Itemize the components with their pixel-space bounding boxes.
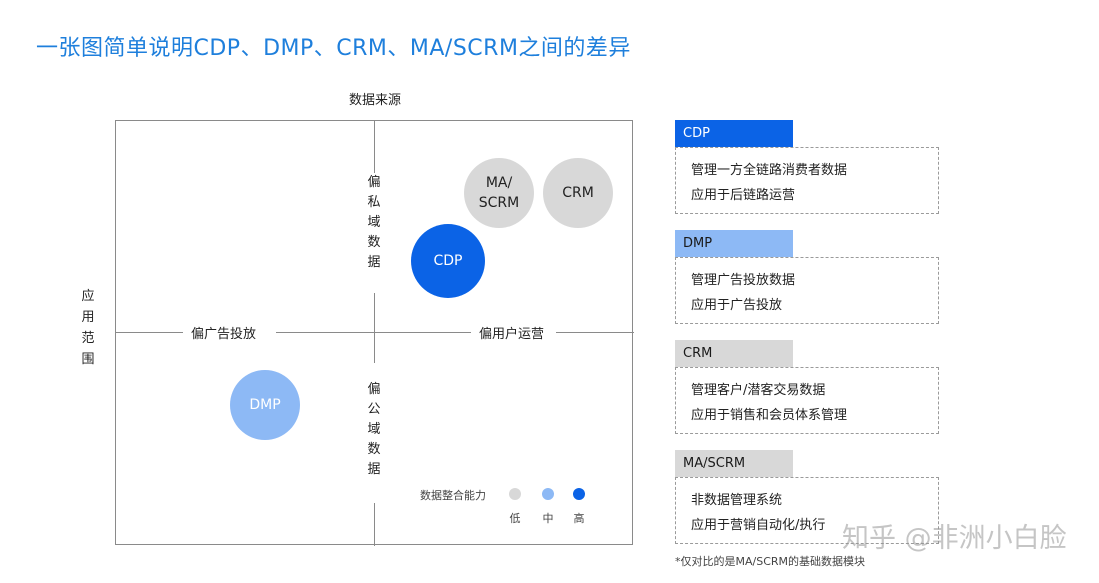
axis-char: 用 — [81, 310, 95, 325]
card-header-crm: CRM — [675, 340, 793, 367]
card-header-dmp: DMP — [675, 230, 793, 257]
horizontal-axis-line — [556, 332, 634, 333]
card-line: 非数据管理系统 — [691, 493, 783, 508]
bubble-ma-scrm: MA/ SCRM — [464, 158, 534, 228]
legend-dot-high — [573, 488, 585, 500]
legend-dot-low — [509, 488, 521, 500]
card-header-ma-scrm: MA/SCRM — [675, 450, 793, 477]
bubble-label: DMP — [249, 397, 281, 413]
bubble-label: MA/ SCRM — [478, 175, 520, 211]
card-line: 应用于广告投放 — [691, 298, 783, 313]
card-body-dmp: 管理广告投放数据 应用于广告投放 — [675, 257, 939, 324]
footnote: *仅对比的是MA/SCRM的基础数据模块 — [675, 555, 866, 568]
legend-label-mid: 中 — [542, 512, 554, 525]
card-line: 应用于营销自动化/执行 — [691, 518, 826, 533]
vertical-axis-line — [374, 503, 375, 546]
card-line: 应用于后链路运营 — [691, 188, 796, 203]
axis-char: 应 — [81, 289, 95, 304]
card-line: 管理一方全链路消费者数据 — [691, 163, 848, 178]
card-header-cdp: CDP — [675, 120, 793, 147]
bubble-cdp: CDP — [411, 224, 485, 298]
axis-label-application-scope: 应 用 范 围 — [80, 286, 96, 370]
label-user-operation: 偏用户运营 — [479, 327, 545, 342]
axis-char: 范 — [81, 331, 95, 346]
card-line: 管理广告投放数据 — [691, 273, 796, 288]
quadrant-plot: 偏 私 域 数 据 偏 公 域 数 据 偏广告投放 偏用户运营 MA/ SCRM… — [115, 120, 634, 546]
axis-char: 围 — [81, 352, 95, 367]
legend-dot-mid — [542, 488, 554, 500]
page-title: 一张图简单说明CDP、DMP、CRM、MA/SCRM之间的差异 — [36, 36, 631, 61]
horizontal-axis-line — [276, 332, 471, 333]
label-private-data: 偏 私 域 数 据 — [367, 175, 381, 270]
bubble-crm: CRM — [543, 158, 613, 228]
legend-label-high: 高 — [573, 512, 585, 525]
axis-label-data-source: 数据来源 — [348, 93, 401, 108]
label-ad-delivery: 偏广告投放 — [191, 327, 257, 342]
card-body-ma-scrm: 非数据管理系统 应用于营销自动化/执行 — [675, 477, 939, 544]
card-line: 应用于销售和会员体系管理 — [691, 408, 848, 423]
card-body-crm: 管理客户/潜客交易数据 应用于销售和会员体系管理 — [675, 367, 939, 434]
bubble-label: CRM — [562, 185, 594, 201]
label-public-data: 偏 公 域 数 据 — [367, 382, 381, 477]
vertical-axis-line — [374, 293, 375, 363]
bubble-dmp: DMP — [230, 370, 300, 440]
card-body-cdp: 管理一方全链路消费者数据 应用于后链路运营 — [675, 147, 939, 214]
legend-label-low: 低 — [509, 512, 521, 525]
card-line: 管理客户/潜客交易数据 — [691, 383, 826, 398]
watermark: 知乎 @非洲小白脸 — [842, 523, 1067, 554]
vertical-axis-line — [374, 121, 375, 173]
horizontal-axis-line — [116, 332, 183, 333]
bubble-label: CDP — [433, 253, 463, 269]
legend-title: 数据整合能力 — [420, 489, 486, 502]
